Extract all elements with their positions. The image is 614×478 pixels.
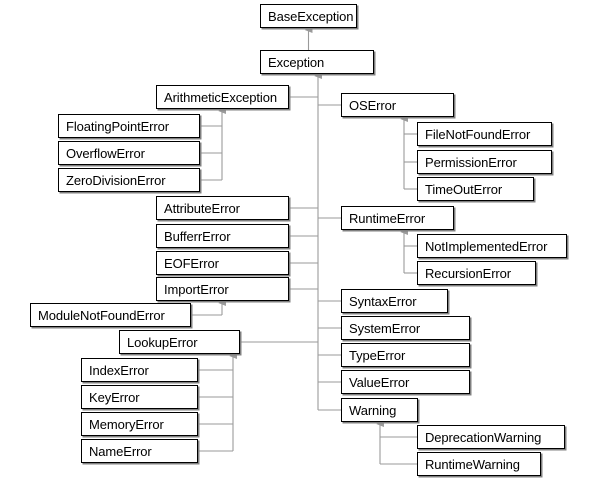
node-warning[interactable]: Warning — [341, 398, 418, 422]
node-label: ArithmeticException — [164, 89, 277, 105]
node-runtime-error[interactable]: RuntimeError — [341, 206, 454, 230]
node-label: MemoryError — [89, 416, 164, 432]
node-label: TimeOutError — [425, 181, 503, 197]
node-deprecation-warning[interactable]: DeprecationWarning — [417, 425, 565, 449]
node-module-not-found[interactable]: ModuleNotFoundError — [30, 303, 191, 327]
node-label: AttributeError — [164, 200, 240, 216]
node-attribute-error[interactable]: AttributeError — [156, 196, 289, 220]
node-label: FloatingPointError — [66, 118, 169, 134]
node-label: ModuleNotFoundError — [38, 307, 165, 323]
node-label: KeyError — [89, 389, 140, 405]
node-label: BaseException — [268, 8, 354, 24]
node-eof-error[interactable]: EOFError — [156, 251, 289, 275]
node-os-error[interactable]: OSError — [341, 93, 454, 117]
node-base-exception[interactable]: BaseException — [260, 4, 357, 28]
node-label: LookupError — [127, 334, 198, 350]
node-label: RuntimeError — [349, 210, 426, 226]
node-floating-point-error[interactable]: FloatingPointError — [58, 114, 200, 138]
node-file-not-found-error[interactable]: FileNotFoundError — [417, 122, 552, 146]
node-import-error[interactable]: ImportError — [156, 277, 289, 301]
node-system-error[interactable]: SystemError — [341, 316, 470, 340]
node-permission-error[interactable]: PermissionError — [417, 150, 552, 174]
node-type-error[interactable]: TypeError — [341, 343, 470, 367]
node-name-error[interactable]: NameError — [81, 439, 198, 463]
node-label: IndexError — [89, 362, 149, 378]
node-label: BufferrError — [164, 228, 231, 244]
node-zero-division-error[interactable]: ZeroDivisionError — [58, 168, 200, 192]
node-label: RecursionError — [425, 265, 512, 281]
node-syntax-error[interactable]: SyntaxError — [341, 289, 448, 313]
node-label: SyntaxError — [349, 293, 417, 309]
node-memory-error[interactable]: MemoryError — [81, 412, 198, 436]
node-not-implemented-error[interactable]: NotImplementedError — [417, 234, 567, 258]
node-label: PermissionError — [425, 154, 517, 170]
node-lookup-error[interactable]: LookupError — [119, 330, 240, 354]
node-label: SystemError — [349, 320, 421, 336]
node-label: NameError — [89, 443, 152, 459]
node-label: ImportError — [164, 281, 229, 297]
node-label: NotImplementedError — [425, 238, 548, 254]
node-recursion-error[interactable]: RecursionError — [417, 261, 536, 285]
node-timeout-error[interactable]: TimeOutError — [417, 177, 534, 201]
node-exception[interactable]: Exception — [260, 50, 374, 74]
node-buffer-error[interactable]: BufferrError — [156, 224, 289, 248]
node-arithmetic-exception[interactable]: ArithmeticException — [156, 85, 289, 109]
node-label: OverflowError — [66, 145, 145, 161]
node-runtime-warning[interactable]: RuntimeWarning — [417, 452, 541, 476]
node-label: TypeError — [349, 347, 406, 363]
node-label: ValueError — [349, 374, 410, 390]
node-label: EOFError — [164, 255, 219, 271]
node-label: Warning — [349, 402, 397, 418]
node-label: OSError — [349, 97, 396, 113]
node-overflow-error[interactable]: OverflowError — [58, 141, 200, 165]
node-label: ZeroDivisionError — [66, 172, 166, 188]
node-key-error[interactable]: KeyError — [81, 385, 198, 409]
node-value-error[interactable]: ValueError — [341, 370, 470, 394]
node-label: RuntimeWarning — [425, 456, 520, 472]
node-label: FileNotFoundError — [425, 126, 531, 142]
node-label: DeprecationWarning — [425, 429, 542, 445]
node-label: Exception — [268, 54, 325, 70]
node-index-error[interactable]: IndexError — [81, 358, 198, 382]
